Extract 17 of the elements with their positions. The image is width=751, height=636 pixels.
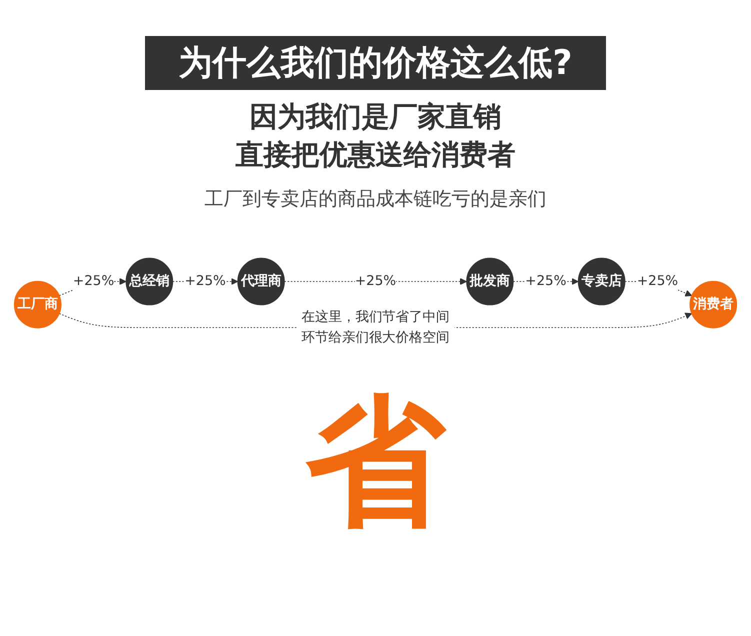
edge-label: +25% xyxy=(525,273,566,289)
edge-label: +25% xyxy=(636,273,678,289)
subtitle: 直接把优惠送给消费者 xyxy=(236,137,516,173)
node-circle: 消费者 xyxy=(690,280,738,328)
node-circle: 总经销 xyxy=(126,258,174,306)
edge-label: +25% xyxy=(184,273,226,289)
subtitle: 因为我们是厂家直销 xyxy=(250,99,502,135)
title-banner: 为什么我们的价格这么低? xyxy=(144,36,606,90)
edge-label: +25% xyxy=(72,273,114,289)
node-circle: 工厂商 xyxy=(14,280,62,328)
note-text: 工厂到专卖店的商品成本链吃亏的是亲们 xyxy=(204,187,546,212)
edge-label: 在这里，我们节省了中间环节给亲们很大价格空间 xyxy=(301,309,450,346)
node-circle: 代理商 xyxy=(237,258,285,306)
large-character: 省 xyxy=(306,388,446,538)
edge-label: +25% xyxy=(354,273,396,289)
node-circle: 批发商 xyxy=(466,258,514,306)
node-circle: 专卖店 xyxy=(578,258,626,306)
